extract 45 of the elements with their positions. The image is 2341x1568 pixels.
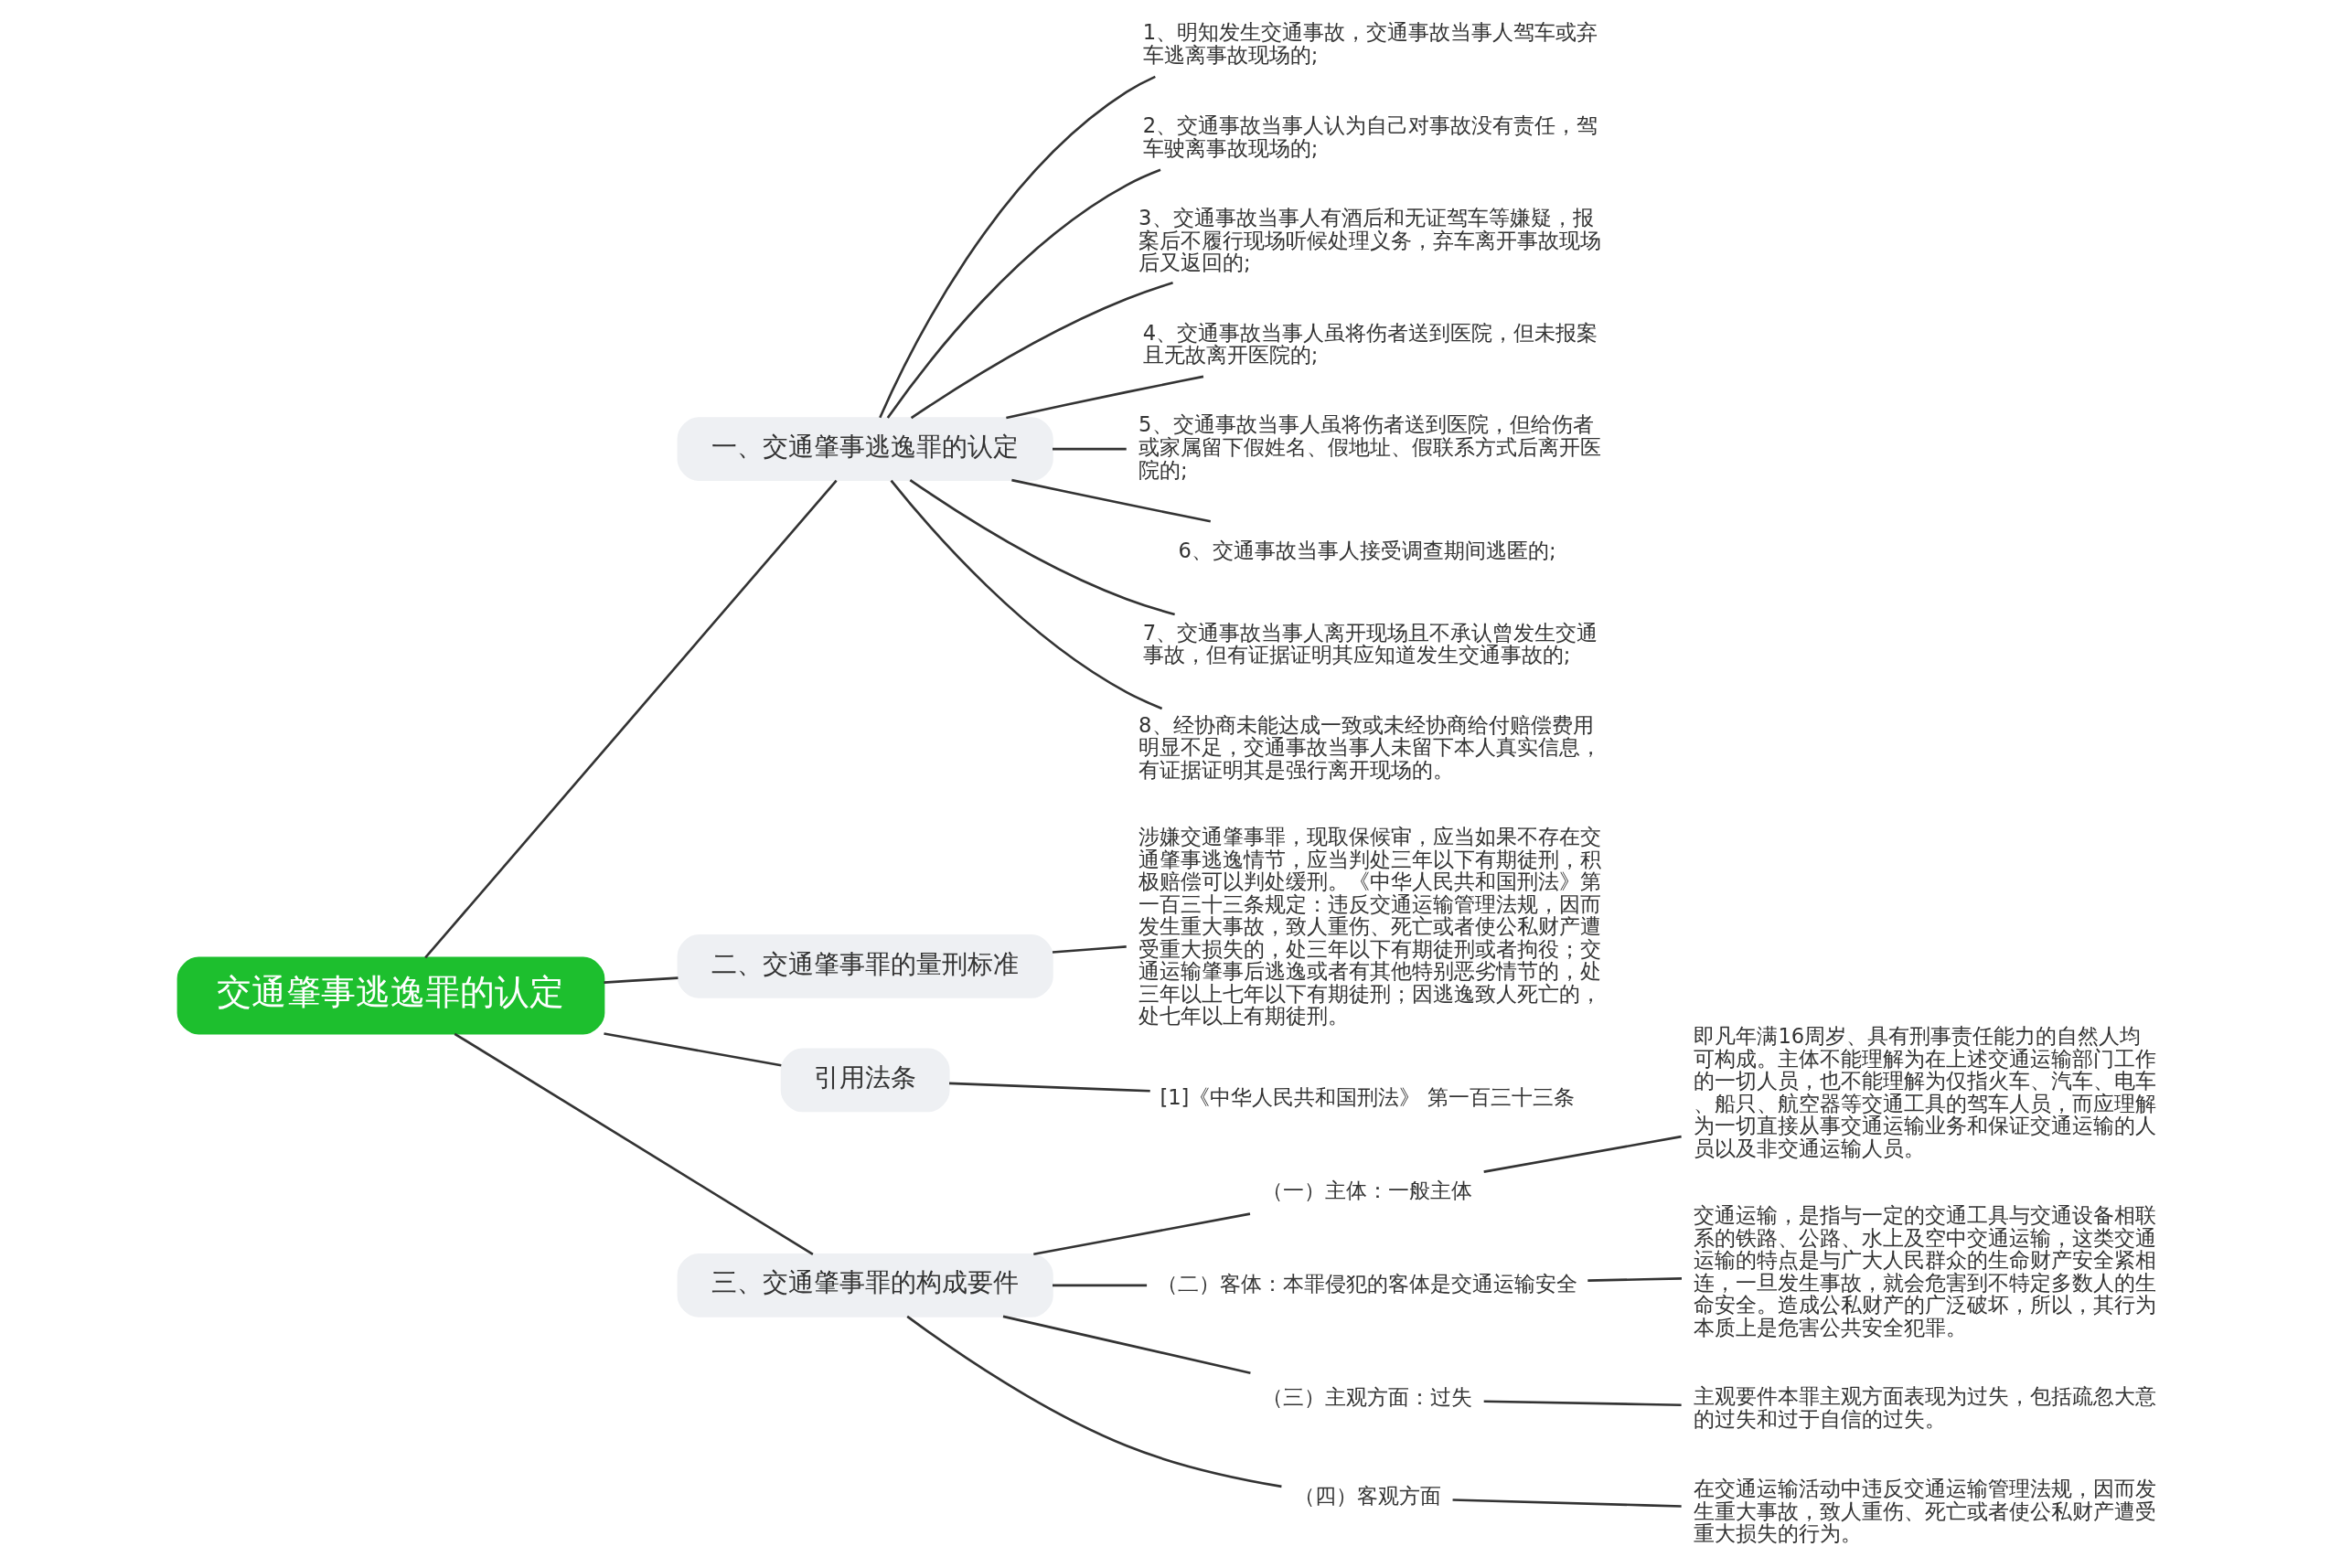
node-text: 交通运输，是指与一定的交通工具与交通设备相联系的铁路、公路、水上及空中交通运输，这类交通运输的特点是与广大人民群众的生命财产安全紧相连，一旦发生事故，就会危害到不特定多数人的生命安全。造成公私财产的广泛破坏，所以，其行为本质上是危害公共安全犯罪。	[1694, 1203, 2157, 1339]
connector	[1483, 1135, 1682, 1173]
connector	[1052, 945, 1127, 954]
connector	[1483, 1400, 1682, 1407]
connector	[1053, 1284, 1148, 1287]
node-text: 在交通运输活动中违反交通运输管理法规，因而发生重大事故，致人重伤、死亡或者使公私财产遭受重大损失的行为。	[1694, 1477, 2157, 1546]
node-text: （三）主观方面：过失	[1262, 1385, 1473, 1410]
connector	[604, 1032, 782, 1067]
connector	[909, 478, 1175, 616]
node-box: 三、交通肇事罪的构成要件	[677, 1253, 1053, 1317]
node-text: 6、交通事故当事人接受调查期间逃匿的;	[1178, 539, 1556, 563]
node-text: （四）客观方面	[1293, 1483, 1441, 1508]
node-box: 二、交通肇事罪的量刑标准	[677, 934, 1053, 998]
connector	[1053, 447, 1127, 451]
node-text: 主观要件本罪主观方面表现为过失，包括疏忽大意的过失和过于自信的过失。	[1694, 1384, 2157, 1431]
connector	[1452, 1499, 1682, 1508]
node-text: 3、交通事故当事人有酒后和无证驾车等嫌疑，报案后不履行现场听候处理义务，弃车离开事故现场后又返回的;	[1138, 206, 1602, 275]
node-text: 即凡年满16周岁、具有刑事责任能力的自然人均可构成。主体不能理解为在上述交通运输部门工作的一切人员，也不能理解为仅指火车、汽车、电车、船只、航空器等交通工具的驾车人员，而应理解为一切直接从事交通运输业务和保证交通运输的人员以及非交通运输人员。	[1694, 1024, 2157, 1160]
node-text: 2、交通事故当事人认为自己对事故没有责任，驾车驶离事故现场的;	[1142, 113, 1598, 160]
connector	[604, 976, 679, 984]
node-text: 涉嫌交通肇事罪，现取保候审，应当如果不存在交通肇事逃逸情节，应当判处三年以下有期徒刑，积极赔偿可以判处缓刑。《中华人民共和国刑法》第一百三十三条规定：违反交通运输管理法规，因而发生重大事故，致人重伤、死亡或者使公私财产遭受重大损失的，处三年以下有期徒刑或者拘役；交通运输肇事后逃逸或者有其他特别恶劣情节的，处三年以上七年以下有期徒刑；因逃逸致人死亡的，处七年以上有期徒刑。	[1138, 825, 1602, 1029]
connector	[949, 1082, 1150, 1093]
connector	[1587, 1277, 1682, 1282]
connector	[890, 479, 1163, 710]
node-text: 7、交通事故当事人离开现场且不承认曾发生交通事故，但有证据证明其应知道发生交通事故的;	[1142, 620, 1598, 667]
node-text: 5、交通事故当事人虽将伤者送到医院，但给伤者或家属留下假姓名、假地址、假联系方式后离开医院的;	[1138, 412, 1602, 482]
connector	[886, 168, 1161, 419]
node-text: 1、明知发生交通事故，交通事故当事人驾车或弃车逃离事故现场的;	[1142, 20, 1598, 67]
connector	[424, 479, 838, 959]
connector	[454, 1032, 814, 1255]
node-text: 4、交通事故当事人虽将伤者送到医院，但未报案且无故离开医院的;	[1142, 320, 1598, 368]
connector	[879, 75, 1156, 419]
connector	[906, 1315, 1282, 1488]
node-box: 一、交通肇事逃逸罪的认定	[677, 417, 1053, 481]
node-text: （一）主体：一般主体	[1262, 1178, 1473, 1202]
connector	[910, 282, 1173, 420]
connector	[1002, 1315, 1251, 1374]
connector	[1033, 1212, 1251, 1256]
node-text: （二）客体：本罪侵犯的客体是交通运输安全	[1157, 1271, 1578, 1296]
node-box: 引用法条	[780, 1048, 950, 1113]
connector	[1011, 478, 1212, 523]
connector	[1006, 375, 1204, 420]
node-text: [1]《中华人民共和国刑法》 第一百三十三条	[1160, 1085, 1575, 1110]
node-text: 8、经协商未能达成一致或未经协商给付赔偿费用明显不足，交通事故当事人未留下本人真实信息，有证据证明其是强行离开现场的。	[1138, 712, 1602, 782]
node-box: 交通肇事逃逸罪的认定	[176, 956, 605, 1035]
